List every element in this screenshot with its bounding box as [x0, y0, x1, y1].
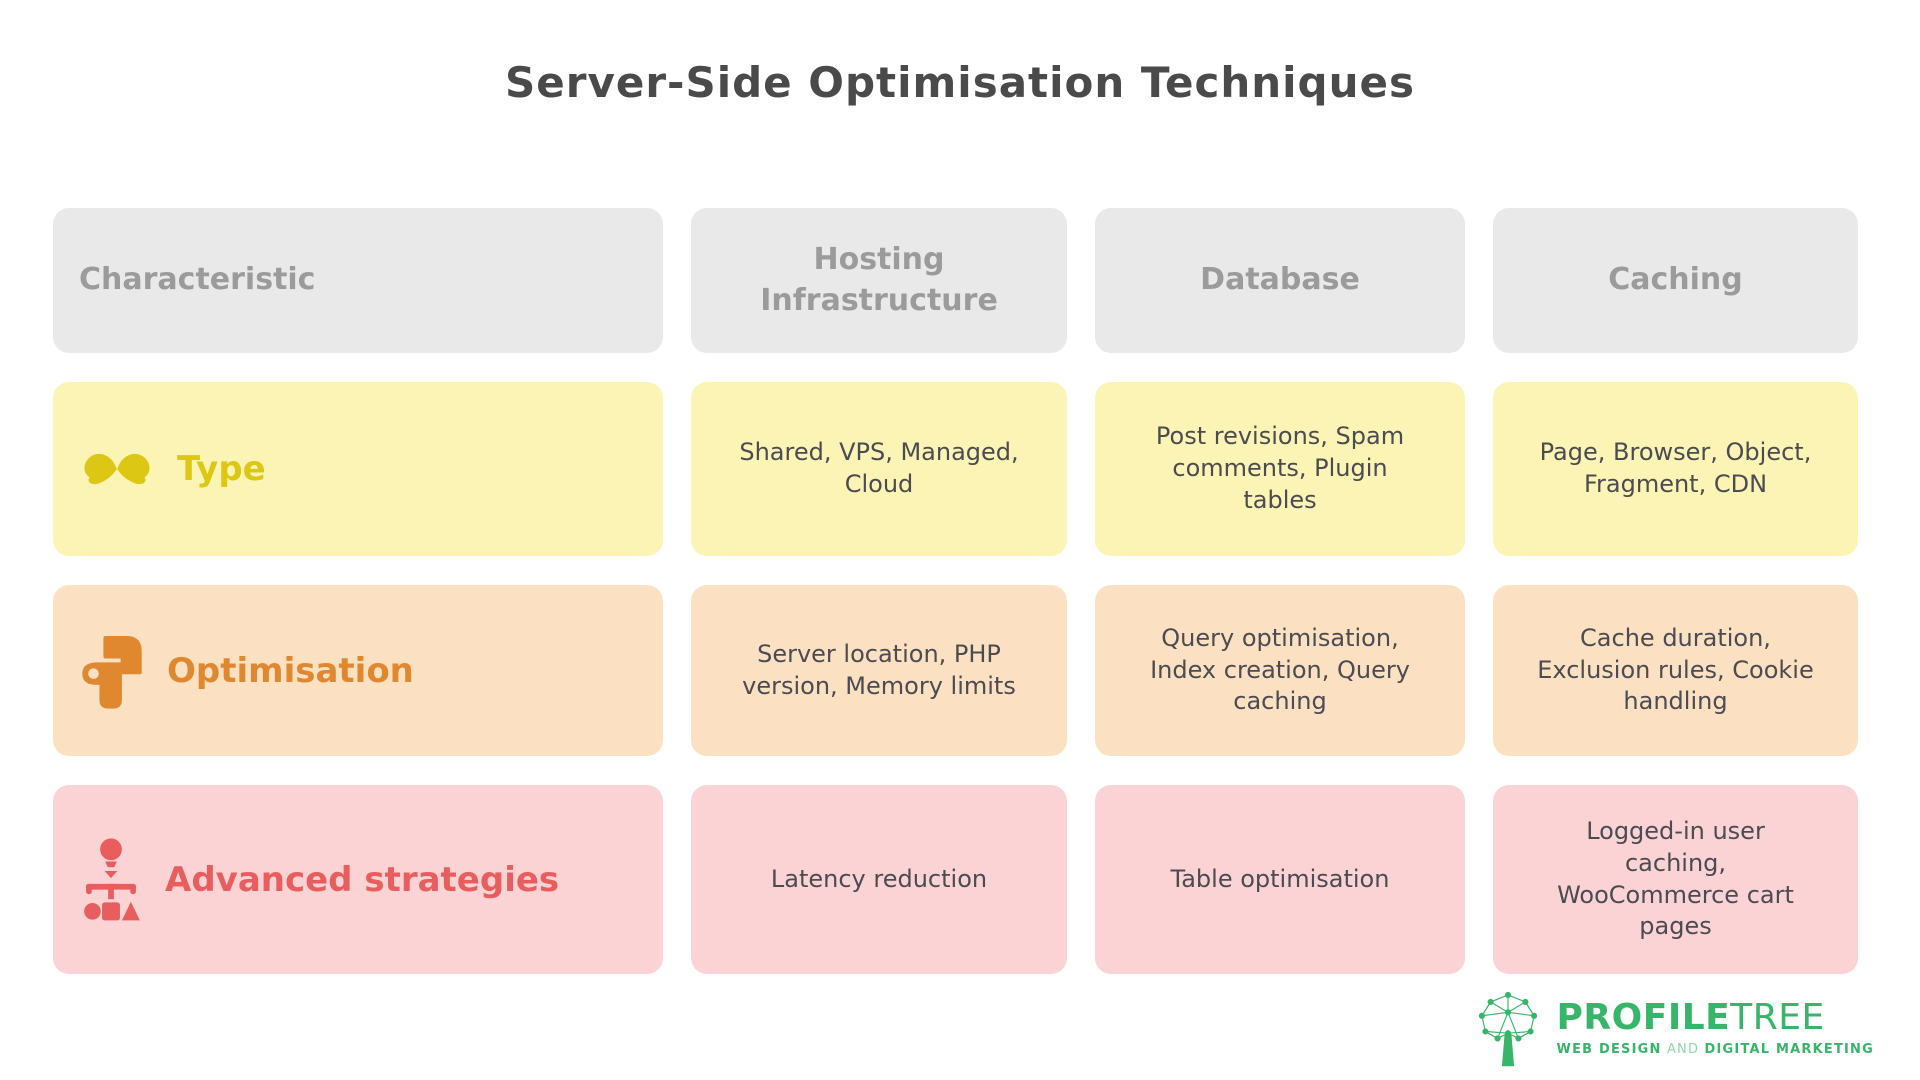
cell-advanced-database: Table optimisation [1095, 785, 1465, 974]
optimisation-table: Characteristic Hosting Infrastructure Da… [53, 208, 1858, 974]
cell-advanced-hosting: Latency reduction [691, 785, 1067, 974]
brand-name: PROFILETREE [1556, 996, 1825, 1038]
row-label-text: Type [177, 449, 266, 489]
cell-type-hosting: Shared, VPS, Managed, Cloud [691, 382, 1067, 556]
cell-optimisation-caching: Cache duration, Exclusion rules, Cookie … [1493, 585, 1858, 756]
row-label-text: Optimisation [167, 650, 414, 691]
row-label-type: Type [53, 382, 663, 556]
brand-tagline: WEB DESIGN AND DIGITAL MARKETING [1556, 1041, 1874, 1057]
strategy-icon [79, 836, 143, 924]
header-hosting-infrastructure: Hosting Infrastructure [691, 208, 1067, 353]
page-title: Server-Side Optimisation Techniques [505, 58, 1415, 107]
cell-optimisation-database: Query optimisation, Index creation, Quer… [1095, 585, 1465, 756]
header-database: Database [1095, 208, 1465, 353]
cell-advanced-caching: Logged-in user caching, WooCommerce cart… [1493, 785, 1858, 974]
cell-type-database: Post revisions, Spam comments, Plugin ta… [1095, 382, 1465, 556]
cell-optimisation-hosting: Server location, PHP version, Memory lim… [691, 585, 1067, 756]
tree-icon [1471, 988, 1545, 1068]
row-label-text: Advanced strategies [165, 859, 560, 900]
header-characteristic: Characteristic [53, 208, 663, 353]
cell-type-caching: Page, Browser, Object, Fragment, CDN [1493, 382, 1858, 556]
mustache-icon [79, 448, 155, 490]
profiletree-logo: PROFILETREE WEB DESIGN AND DIGITAL MARKE… [1471, 988, 1874, 1068]
row-label-optimisation: Optimisation [53, 585, 663, 756]
wrench-icon [79, 631, 145, 711]
row-label-advanced-strategies: Advanced strategies [53, 785, 663, 974]
header-caching: Caching [1493, 208, 1858, 353]
